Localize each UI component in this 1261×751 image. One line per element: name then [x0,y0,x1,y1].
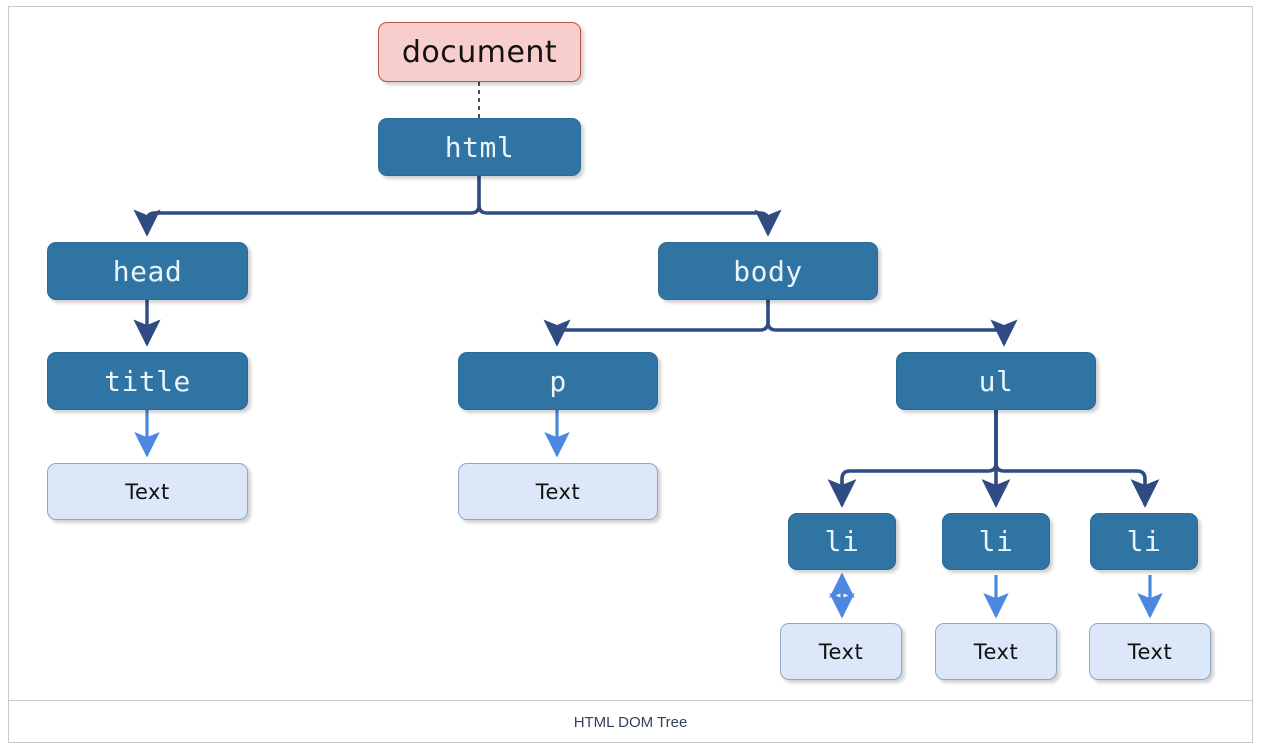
node-text-head[interactable]: Text [47,463,248,520]
edge-ul-li-1 [827,410,998,508]
footer-divider [8,700,1253,701]
node-text-li-2[interactable]: Text [935,623,1057,680]
edge-body-p [543,300,770,347]
node-title-label: title [104,364,191,398]
node-html[interactable]: html [378,118,581,176]
node-li-1-label: li [824,525,860,558]
edge-html-body [477,176,782,237]
edge-body-ul [766,300,1018,347]
node-li-2-label: li [978,525,1014,558]
edge-ul-li-3 [994,410,1160,508]
diagram-caption-text: HTML DOM Tree [573,713,688,731]
node-text-li-1[interactable]: Text [780,623,902,680]
node-document-label: document [401,34,558,70]
edge-html-head [133,176,481,237]
node-document[interactable]: document [378,22,581,82]
node-text-head-label: Text [125,479,170,504]
node-text-li-3-label: Text [1127,639,1173,664]
node-ul-label: ul [978,364,1014,398]
node-ul[interactable]: ul [896,352,1096,410]
node-p[interactable]: p [458,352,658,410]
node-text-li-2-label: Text [973,639,1019,664]
node-p-label: p [549,364,567,398]
node-title[interactable]: title [47,352,248,410]
node-body-label: body [733,254,803,288]
node-text-li-1-label: Text [818,639,864,664]
node-li-3[interactable]: li [1090,513,1198,570]
node-text-li-3[interactable]: Text [1089,623,1211,680]
node-text-p[interactable]: Text [458,463,658,520]
node-head[interactable]: head [47,242,248,300]
node-li-1[interactable]: li [788,513,896,570]
diagram-caption: HTML DOM Tree [8,701,1253,743]
node-body[interactable]: body [658,242,878,300]
node-html-label: html [444,130,515,164]
node-li-3-label: li [1126,525,1162,558]
node-text-p-label: Text [535,479,581,504]
node-head-label: head [112,254,183,288]
node-li-2[interactable]: li [942,513,1050,570]
